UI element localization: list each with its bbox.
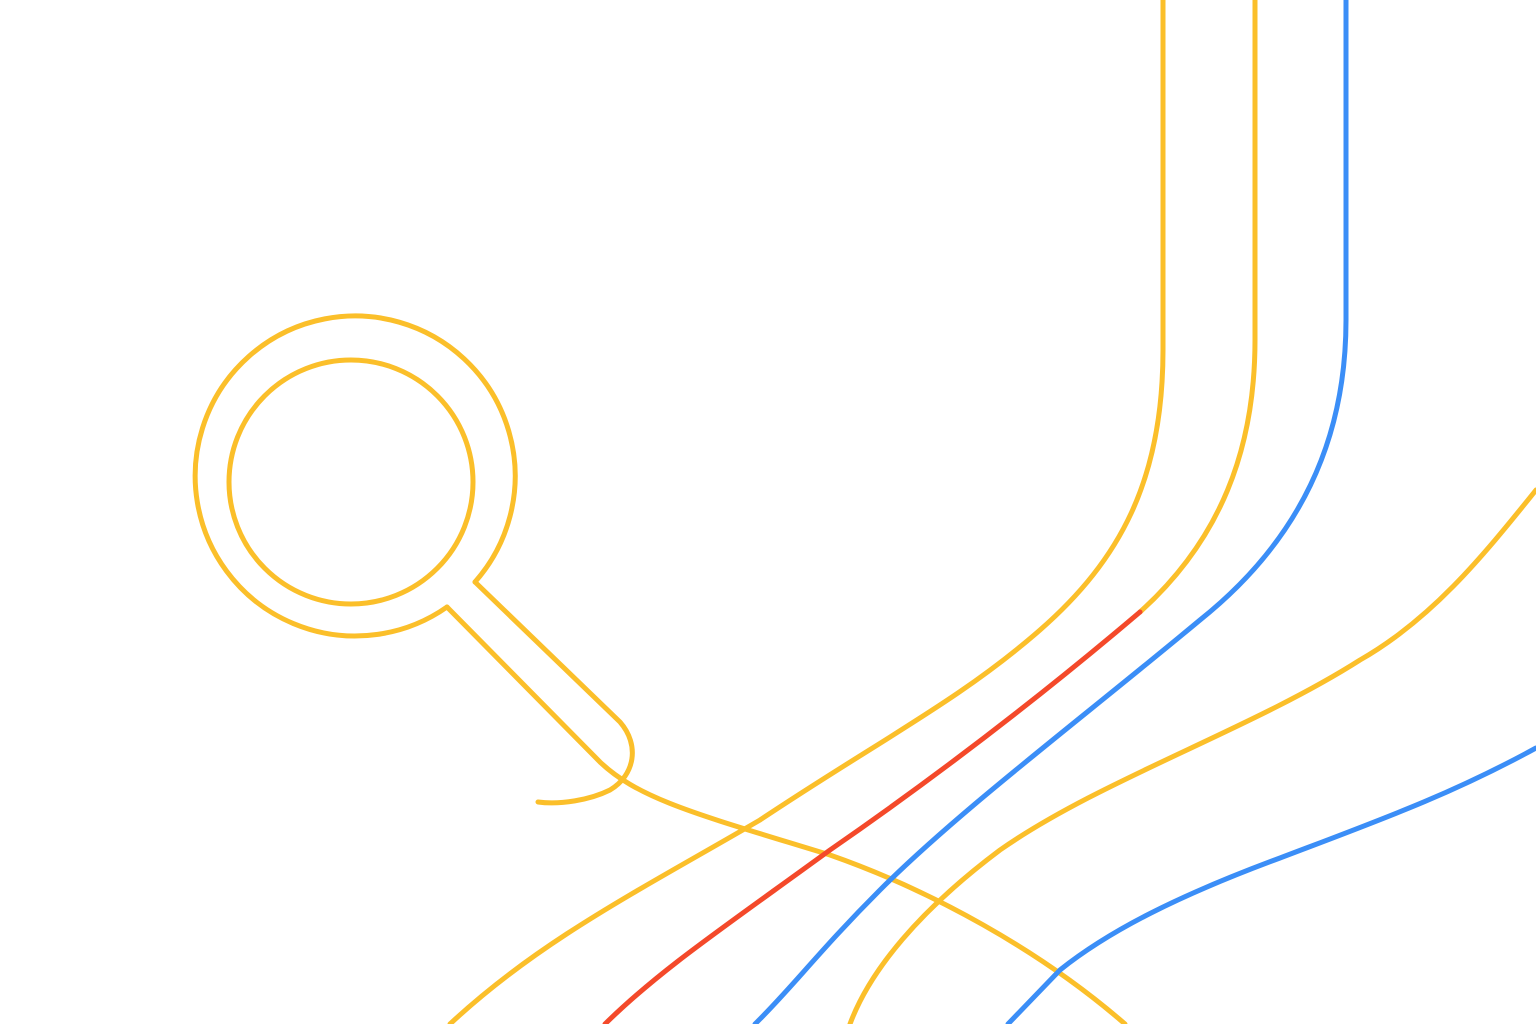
magnifier-inner-ring: [226, 357, 476, 607]
blue-line-2: [1005, 745, 1536, 1024]
yellow-line-2: [1137, 0, 1258, 615]
magnifier-icon: [192, 313, 1128, 1024]
magnifier-handle-upper: [472, 579, 635, 806]
magnifier-outer-ring: [192, 313, 518, 639]
blue-line-1: [752, 0, 1349, 1024]
yellow-line-1: [447, 0, 1166, 1024]
red-line: [602, 609, 1143, 1024]
yellow-line-3: [847, 487, 1536, 1024]
magnifier-handle-lower-trail: [444, 604, 1128, 1024]
